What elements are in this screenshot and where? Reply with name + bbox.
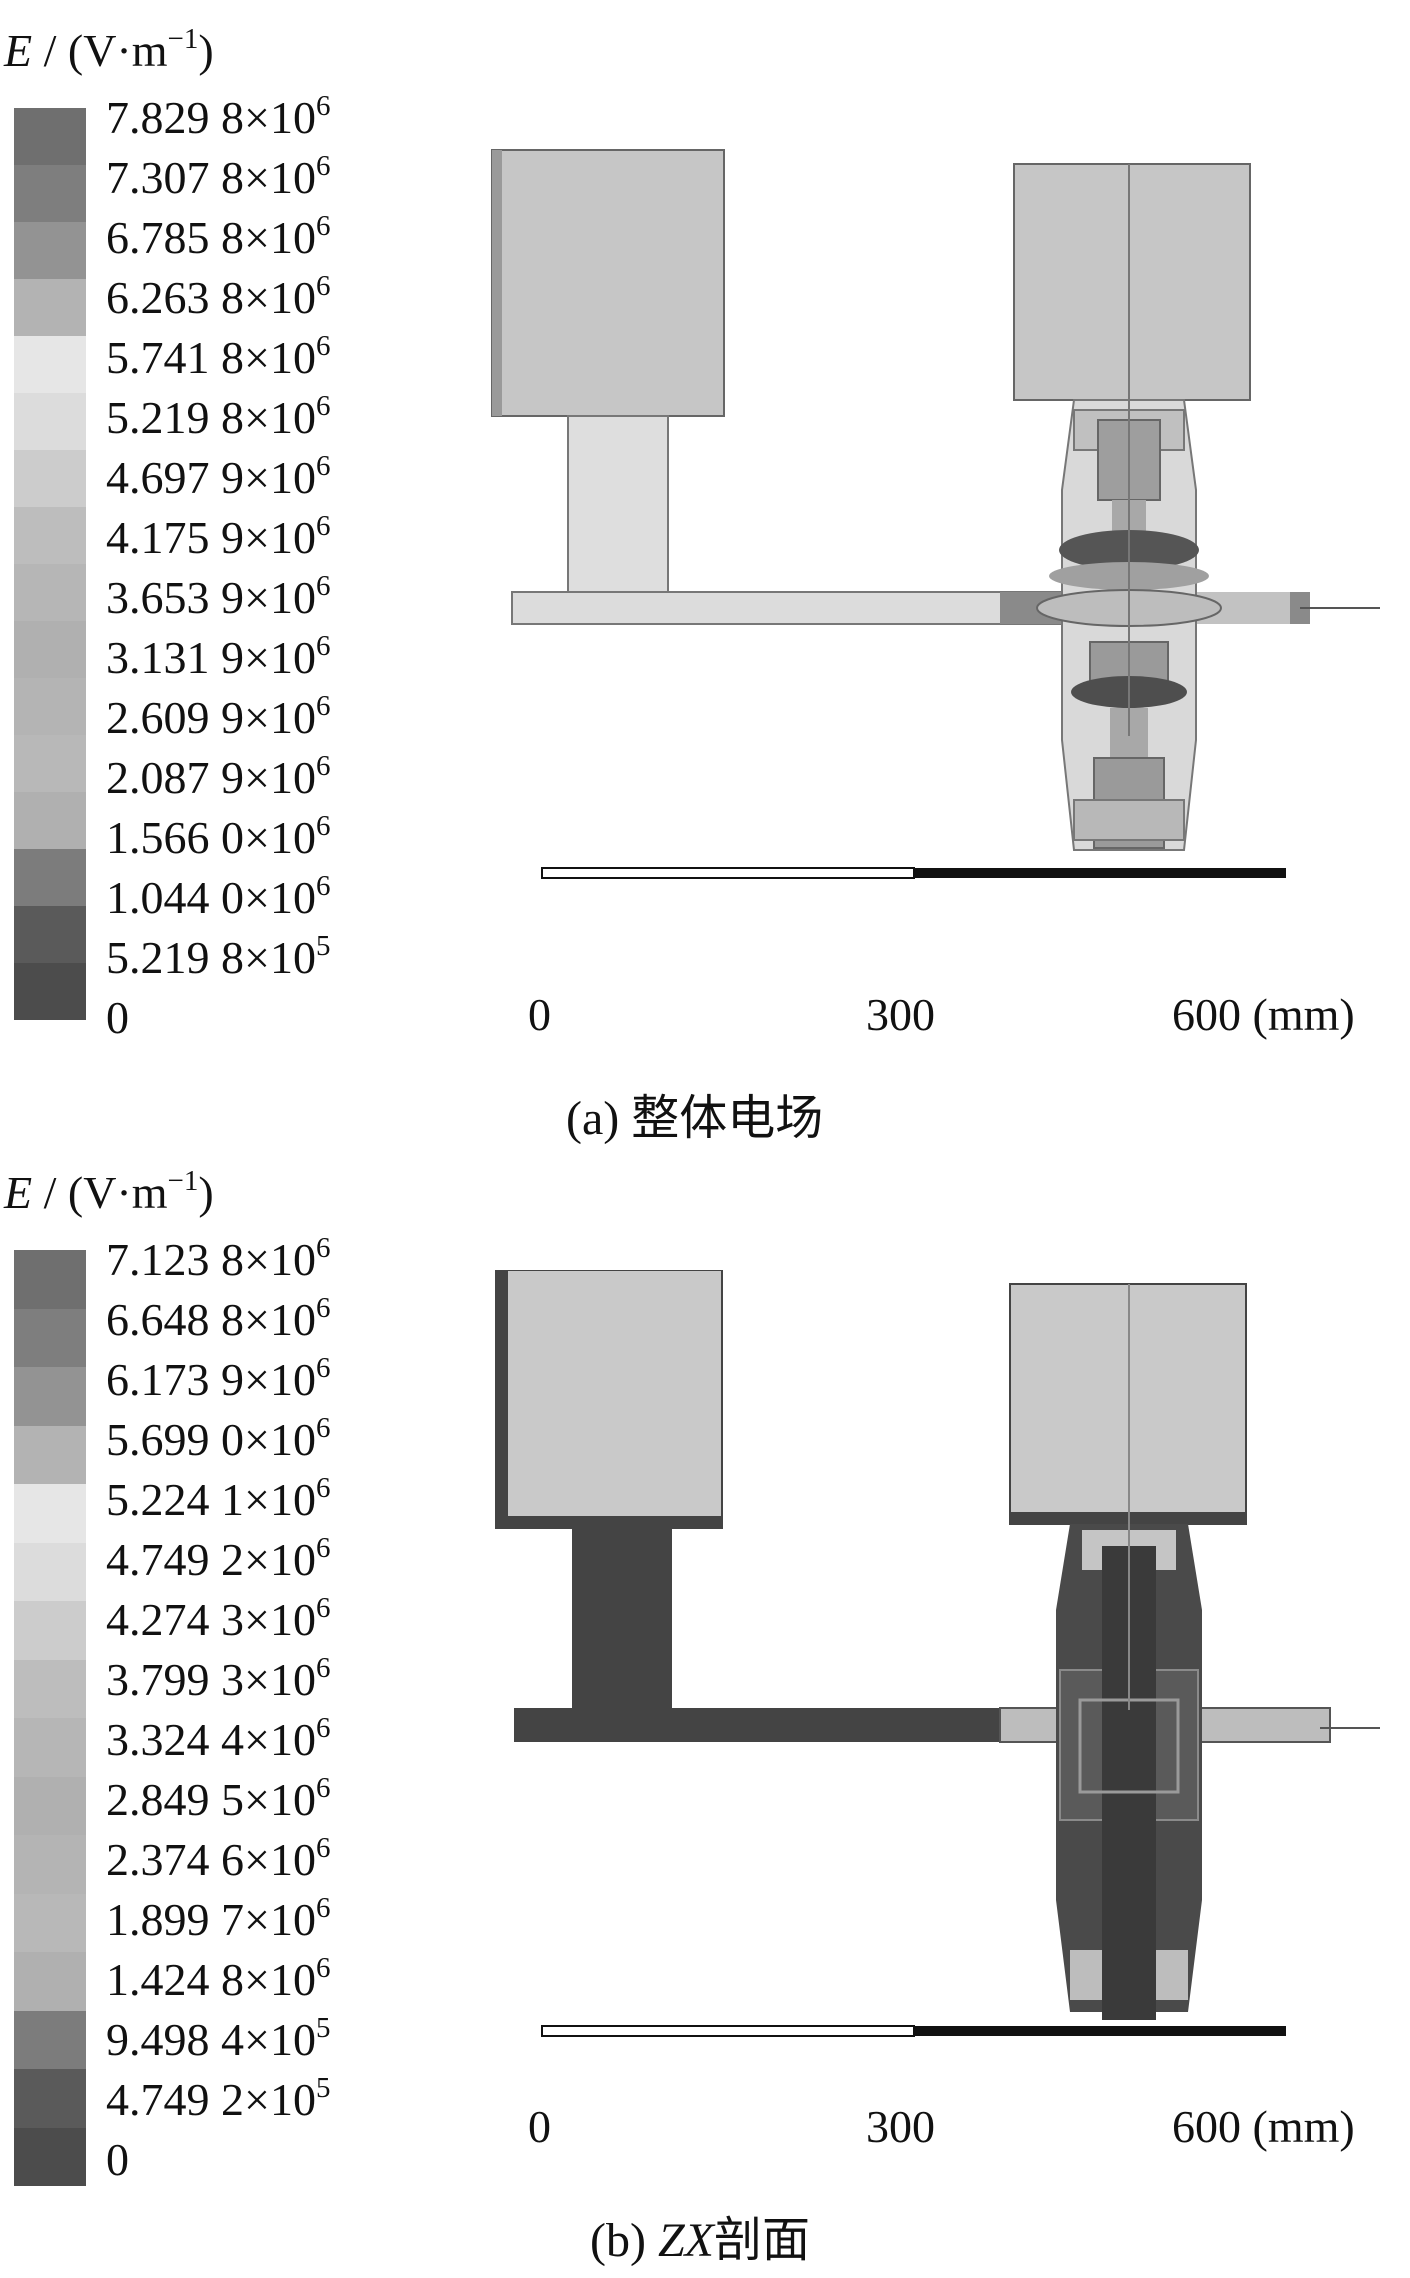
colorbar-tick-label: 4.175 9×106 <box>106 510 331 564</box>
colorbar-tick-label: 7.123 8×106 <box>106 1232 331 1286</box>
colorbar-swatch <box>14 1776 86 1835</box>
left-support-stem <box>572 1528 672 1708</box>
left-shield-block <box>495 1270 723 1529</box>
colorbar-tick-label: 2.849 5×106 <box>106 1772 331 1826</box>
left-shield-edge <box>492 150 502 416</box>
left-shield-block <box>491 149 725 417</box>
colorbar-tick-label: 2.609 9×106 <box>106 690 331 744</box>
colorbar-swatch <box>14 1308 86 1367</box>
field-model-view: z <box>495 1270 1380 2037</box>
colorbar-swatch <box>14 1718 86 1777</box>
colorbar-swatch <box>14 849 86 906</box>
colorbar-swatch <box>14 1425 86 1484</box>
colorbar-swatch <box>14 1835 86 1894</box>
colorbar-tick-label: 5.219 8×105 <box>106 930 331 984</box>
left-shield-edge <box>496 1270 508 1528</box>
colorbar-tick-label: 0 <box>106 992 129 1043</box>
left-support-stem <box>567 415 669 593</box>
colorbar-swatch <box>14 1659 86 1718</box>
colorbar-tick-label: 3.131 9×106 <box>106 630 331 684</box>
field-model-view: z <box>491 149 1380 879</box>
colorbar-labels: 7.829 8×106 7.307 8×106 6.785 8×106 6.263 8… <box>106 88 330 1048</box>
scale-tick-0: 0 <box>528 989 551 1040</box>
colorbar-swatch <box>14 165 86 222</box>
colorbar-tick-label: 9.498 4×105 <box>106 2012 331 2066</box>
colorbar-swatch <box>14 2127 86 2186</box>
colorbar-swatch <box>14 1952 86 2011</box>
colorbar-swatch <box>14 735 86 792</box>
colorbar-swatch <box>14 108 86 165</box>
colorbar <box>14 1250 86 2186</box>
colorbar-unit-label: E / (V·m−1) <box>4 1165 214 1219</box>
colorbar-tick-label: 4.749 2×105 <box>106 2072 331 2126</box>
scale-bar-white-segment <box>541 2025 915 2037</box>
scale-bar-black-segment <box>914 2026 1286 2036</box>
colorbar-swatch <box>14 906 86 963</box>
scale-tick-600: 600 (mm) <box>1172 989 1355 1040</box>
colorbar-swatch <box>14 2010 86 2069</box>
colorbar-tick-label: 4.274 3×106 <box>106 1592 331 1646</box>
colorbar-tick-label: 2.374 6×106 <box>106 1832 331 1886</box>
colorbar-tick-label: 6.173 9×106 <box>106 1352 331 1406</box>
colorbar-tick-label: 4.749 2×106 <box>106 1532 331 1586</box>
colorbar-swatch <box>14 1250 86 1309</box>
colorbar-tick-label: 7.307 8×106 <box>106 150 331 204</box>
colorbar-swatch <box>14 564 86 621</box>
scale-bar-black-segment <box>914 868 1286 878</box>
scale-bar-white-segment <box>541 867 915 879</box>
colorbar-tick-label: 5.741 8×106 <box>106 330 331 384</box>
colorbar-tick-label: 6.263 8×106 <box>106 270 331 324</box>
colorbar-tick-label: 1.899 7×106 <box>106 1892 331 1946</box>
colorbar-unit-label: E / (V·m−1) <box>4 23 214 77</box>
colorbar-tick-label: 1.566 0×106 <box>106 810 331 864</box>
scale-tick-0: 0 <box>528 2101 551 2152</box>
colorbar-swatch <box>14 336 86 393</box>
colorbar-tick-label: 3.799 3×106 <box>106 1652 331 1706</box>
lower-flange <box>1073 799 1185 841</box>
scale-tick-300: 300 <box>866 989 935 1040</box>
colorbar-swatch <box>14 1601 86 1660</box>
colorbar-tick-label: 4.697 9×106 <box>106 450 331 504</box>
colorbar-swatch <box>14 1484 86 1543</box>
colorbar-tick-label: 7.829 8×106 <box>106 90 331 144</box>
figure-caption: (b) ZX剖面 <box>590 2214 810 2267</box>
scale-tick-600: 600 (mm) <box>1172 2101 1355 2152</box>
colorbar-swatch <box>14 222 86 279</box>
colorbar-swatch <box>14 792 86 849</box>
right-shield-block <box>1013 163 1251 401</box>
colorbar <box>14 108 86 1020</box>
colorbar-swatch <box>14 678 86 735</box>
scale-tick-300: 300 <box>866 2101 935 2152</box>
horizontal-plate <box>514 1708 1004 1742</box>
colorbar-swatch <box>14 963 86 1020</box>
colorbar-swatch <box>14 507 86 564</box>
colorbar-tick-label: 5.699 0×106 <box>106 1412 331 1466</box>
colorbar-tick-label: 1.044 0×106 <box>106 870 331 924</box>
colorbar-tick-label: 3.653 9×106 <box>106 570 331 624</box>
colorbar-swatch <box>14 1367 86 1426</box>
colorbar-swatch <box>14 1542 86 1601</box>
figure-caption: (a) 整体电场 <box>566 1092 824 1145</box>
colorbar-tick-label: 0 <box>106 2134 129 2185</box>
lower-conductor <box>1102 1950 1156 2020</box>
colorbar-tick-label: 5.219 8×106 <box>106 390 331 444</box>
panel-overall-field: E / (V·m−1) 7.829 8×106 7.307 8×106 6.785 … <box>0 0 1410 1145</box>
colorbar-swatch <box>14 1893 86 1952</box>
colorbar-tick-label: 3.324 4×106 <box>106 1712 331 1766</box>
colorbar-swatch <box>14 393 86 450</box>
left-shield-bottom <box>496 1516 722 1528</box>
colorbar-tick-label: 5.224 1×106 <box>106 1472 331 1526</box>
colorbar-tick-label: 6.785 8×106 <box>106 210 331 264</box>
panel-zx-section: E / (V·m−1) 7.123 8×106 6.648 8×106 6.173 … <box>0 1110 1410 2267</box>
colorbar-swatch <box>14 621 86 678</box>
colorbar-swatch <box>14 450 86 507</box>
colorbar-swatch <box>14 279 86 336</box>
colorbar-tick-label: 6.648 8×106 <box>106 1292 331 1346</box>
colorbar-swatch <box>14 2069 86 2128</box>
colorbar-tick-label: 2.087 9×106 <box>106 750 331 804</box>
colorbar-tick-label: 1.424 8×106 <box>106 1952 331 2006</box>
colorbar-labels: 7.123 8×106 6.648 8×106 6.173 9×106 5.699 0… <box>106 1230 330 2190</box>
